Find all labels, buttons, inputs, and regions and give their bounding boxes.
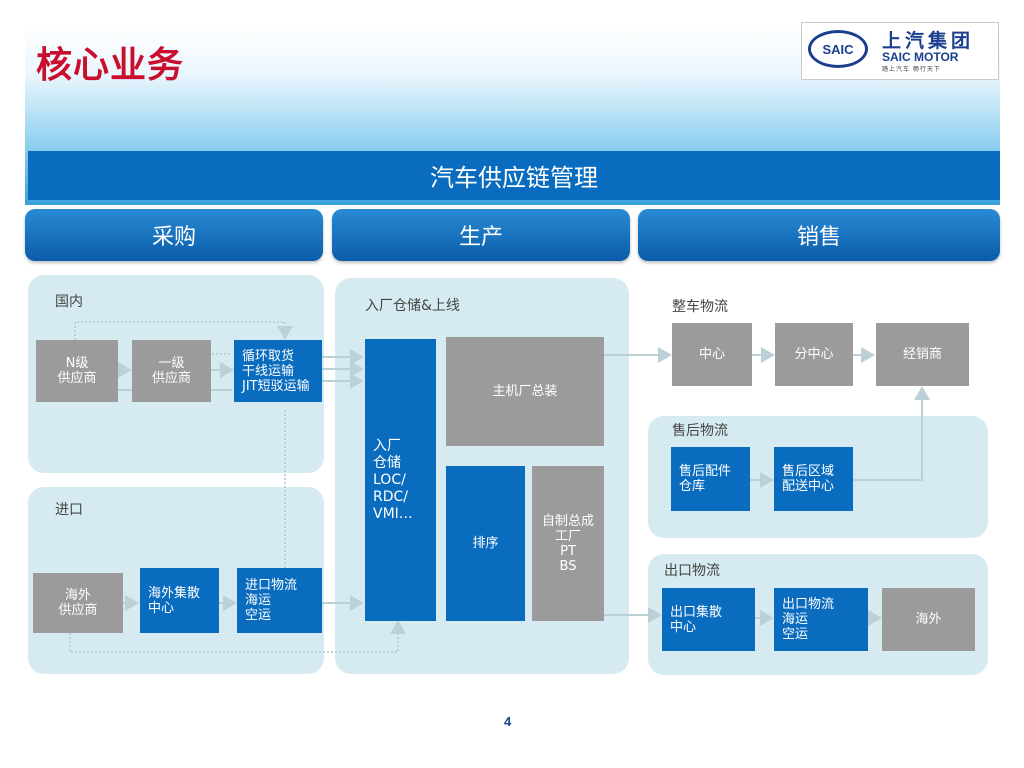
export-logistics-box: 出口物流 海运 空运	[774, 588, 868, 651]
inbound-warehouse-box: 入厂 仓储 LOC/ RDC/ VMI…	[365, 339, 436, 621]
logo-english-name: SAIC MOTOR	[882, 50, 959, 64]
inbound-line2: 仓储	[373, 454, 401, 471]
self-made-line2: 工厂	[554, 528, 581, 544]
overseas-supplier-line1: 海外	[64, 588, 91, 603]
inbound-line4: RDC/	[373, 488, 408, 505]
overseas-supplier-line2: 供应商	[58, 603, 98, 618]
tier1-supplier-line1: 一级	[158, 356, 185, 371]
inbound-line5: VMI…	[373, 505, 413, 522]
n-tier-supplier-line2: 供应商	[57, 371, 97, 386]
production-label: 入厂仓储&上线	[365, 298, 460, 314]
tier1-supplier-line2: 供应商	[151, 371, 191, 386]
jit-shuttle-text: JIT短驳运输	[242, 378, 310, 394]
vehicle-sub-center-box: 分中心	[775, 323, 853, 386]
tab-sales: 销售	[638, 209, 1000, 261]
export-sea-text: 海运	[782, 612, 809, 627]
sequencing-box: 排序	[446, 466, 525, 621]
overseas-hub-line2: 中心	[148, 600, 175, 616]
logo-slogan: 踏上汽车 畅行天下	[882, 66, 941, 73]
domestic-label: 国内	[55, 294, 83, 310]
export-hub-box: 出口集散 中心	[662, 588, 755, 651]
logo-chinese-name: 上汽集团	[882, 30, 975, 52]
saic-logo-mark: SAIC	[808, 30, 868, 68]
inbound-line3: LOC/	[373, 471, 406, 488]
import-logistics-line1: 进口物流	[245, 578, 298, 593]
parts-warehouse-line2: 仓库	[679, 479, 706, 494]
tab-production: 生产	[332, 209, 630, 261]
export-hub-line1: 出口集散	[670, 604, 723, 620]
page-number: 4	[504, 714, 512, 729]
export-label: 出口物流	[664, 563, 720, 579]
regional-center-line1: 售后区域	[782, 464, 835, 479]
export-logistics-line1: 出口物流	[782, 597, 835, 612]
domestic-transport-box: 循环取货 干线运输 JIT短驳运输	[234, 340, 322, 402]
overseas-hub-box: 海外集散 中心	[140, 568, 219, 633]
overseas-supplier-box: 海外 供应商	[33, 573, 123, 633]
vehicle-center-box: 中心	[672, 323, 752, 386]
regional-center-line2: 配送中心	[782, 479, 835, 494]
import-sea-text: 海运	[245, 593, 272, 608]
vehicle-logistics-label: 整车物流	[672, 299, 728, 315]
overseas-hub-line1: 海外集散	[148, 585, 201, 601]
n-tier-supplier-line1: N级	[65, 356, 89, 371]
supply-chain-banner: 汽车供应链管理	[28, 151, 1000, 200]
import-air-text: 空运	[245, 608, 272, 623]
oem-assembly-box: 主机厂总装	[446, 337, 604, 446]
parts-warehouse-line1: 售后配件	[679, 464, 732, 479]
export-air-text: 空运	[782, 627, 809, 642]
dealer-box: 经销商	[876, 323, 969, 386]
import-logistics-box: 进口物流 海运 空运	[237, 568, 322, 633]
n-tier-supplier-box: N级 供应商	[36, 340, 118, 402]
aftersales-regional-center-box: 售后区域 配送中心	[774, 447, 853, 511]
inbound-line1: 入厂	[373, 437, 401, 454]
tier1-supplier-box: 一级 供应商	[132, 340, 211, 402]
self-made-assembly-box: 自制总成 工厂 PT BS	[532, 466, 604, 621]
milk-run-text: 循环取货	[242, 348, 295, 364]
aftersales-parts-warehouse-box: 售后配件 仓库	[671, 447, 750, 511]
trunk-transport-text: 干线运输	[242, 363, 295, 379]
export-hub-line2: 中心	[670, 619, 697, 635]
overseas-box: 海外	[882, 588, 975, 651]
aftersales-label: 售后物流	[672, 423, 728, 439]
self-made-bs-text: BS	[559, 558, 577, 574]
self-made-line1: 自制总成	[541, 513, 594, 529]
tab-purchase: 采购	[25, 209, 323, 261]
self-made-pt-text: PT	[560, 543, 576, 559]
page-title: 核心业务	[36, 45, 185, 86]
import-label: 进口	[55, 502, 83, 518]
